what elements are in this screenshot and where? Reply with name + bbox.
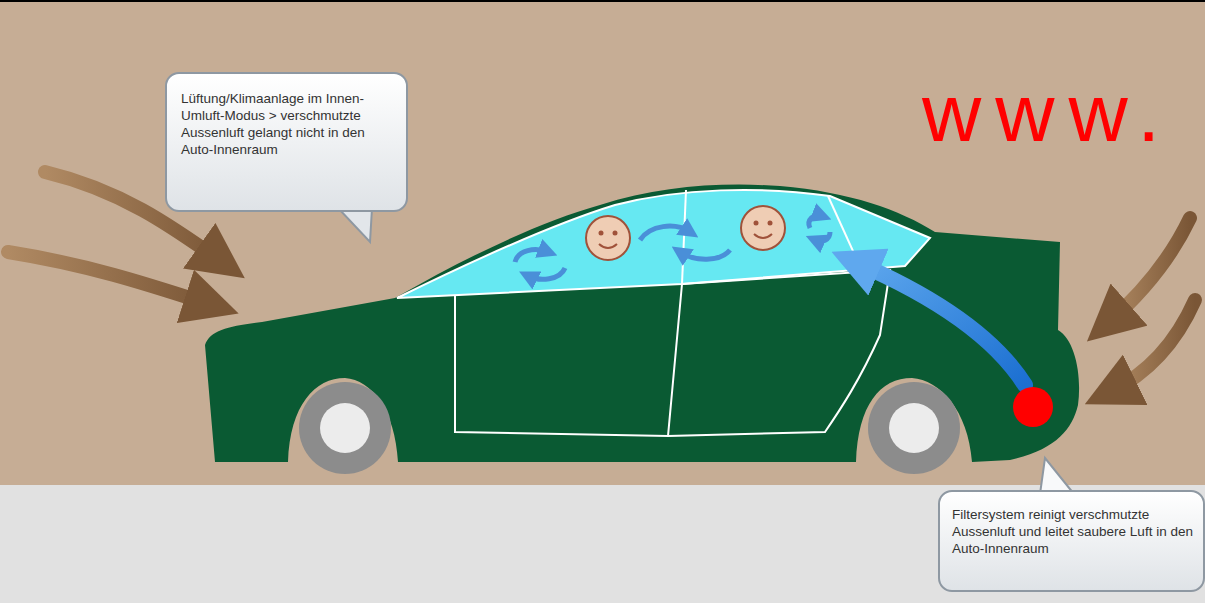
road-band [0, 485, 1205, 603]
callout-text: Lüftung/Klimaanlage im Innen-Umluft-Modu… [181, 90, 394, 158]
callout-bubble: Lüftung/Klimaanlage im Innen-Umluft-Modu… [165, 72, 408, 212]
watermark: www. [922, 72, 1174, 154]
filter-dot [1013, 387, 1053, 427]
window-pillar [828, 196, 858, 262]
wheels [299, 382, 960, 474]
callout-tail [338, 208, 372, 242]
window-pillar [682, 190, 686, 284]
callout-bubble: Filtersystem reinigt verschmutzte Aussen… [938, 490, 1205, 592]
car-doors [455, 270, 890, 436]
car-window [397, 190, 930, 298]
clean-air-arrow [855, 262, 1025, 385]
passenger-faces [586, 206, 785, 260]
top-line [0, 0, 1205, 2]
recirculation-arrows [515, 215, 830, 279]
callout-tail [1040, 458, 1074, 494]
callout-text: Filtersystem reinigt verschmutzte Aussen… [952, 506, 1197, 557]
